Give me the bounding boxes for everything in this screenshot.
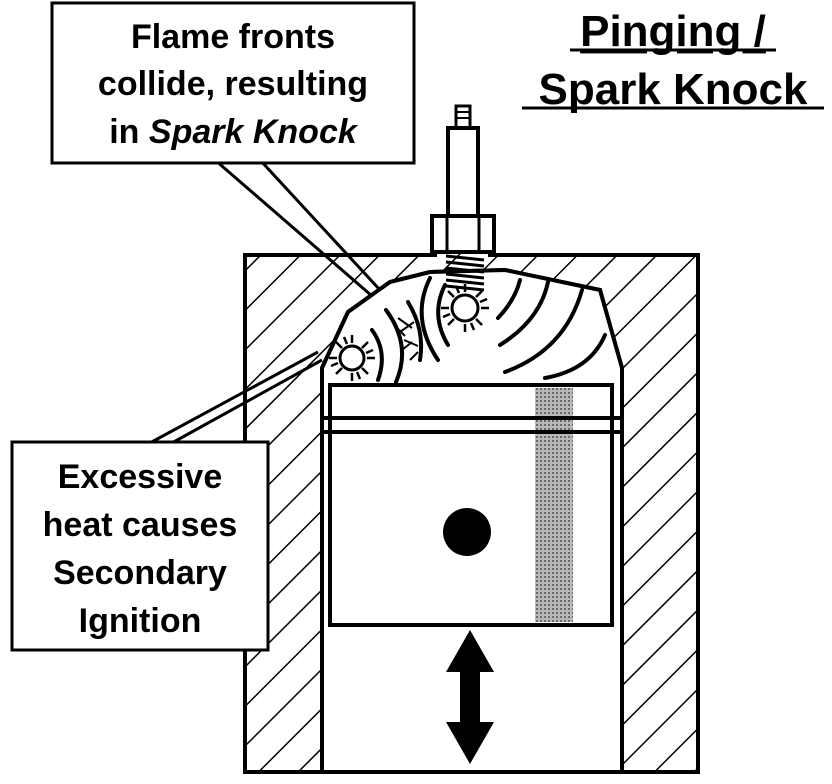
piston-motion-arrow: [446, 630, 494, 764]
spark-plug: [430, 104, 496, 292]
wrist-pin: [443, 508, 491, 556]
secondary-spark-burst: [329, 335, 375, 381]
flame-front-arc: [543, 333, 607, 380]
spark-plug-thread: [445, 254, 485, 292]
callout-bottom-line2: heat causes: [43, 506, 238, 544]
piston: [322, 383, 622, 627]
callout-top-line3: in Spark Knock: [109, 113, 359, 151]
callout-top-line2: collide, resulting: [98, 65, 368, 103]
flame-front-arc: [496, 278, 522, 320]
spark-plug-insulator: [446, 126, 480, 218]
piston-shading: [535, 388, 573, 622]
flame-front-arcs: [370, 276, 607, 384]
flame-front-arc: [436, 283, 450, 347]
callout-bottom-line4: Ignition: [79, 602, 202, 640]
flame-front-arc: [370, 328, 384, 382]
spark-plug-hex-nut: [430, 214, 496, 254]
title-line2: Spark Knock: [539, 65, 809, 114]
flame-front-arc: [384, 308, 404, 384]
callout-bottom: Excessive heat causes Secondary Ignition: [10, 440, 270, 652]
callout-bottom-line1: Excessive: [58, 458, 223, 496]
primary-spark-burst: [441, 284, 489, 332]
flame-front-arc: [503, 288, 584, 374]
callout-pointers: [147, 158, 382, 446]
diagram-title: Pinging / Spark Knock: [522, 7, 824, 114]
title-line1: Pinging /: [580, 7, 766, 56]
flame-front-arc: [419, 276, 440, 362]
callout-bottom-line3: Secondary: [53, 554, 227, 592]
callout-top-line1: Flame fronts: [131, 18, 335, 56]
flame-front-arc: [406, 300, 424, 362]
collision-sparks: [394, 317, 419, 361]
callout-top: Flame fronts collide, resulting in Spark…: [50, 1, 416, 165]
flame-front-arc: [498, 280, 550, 347]
